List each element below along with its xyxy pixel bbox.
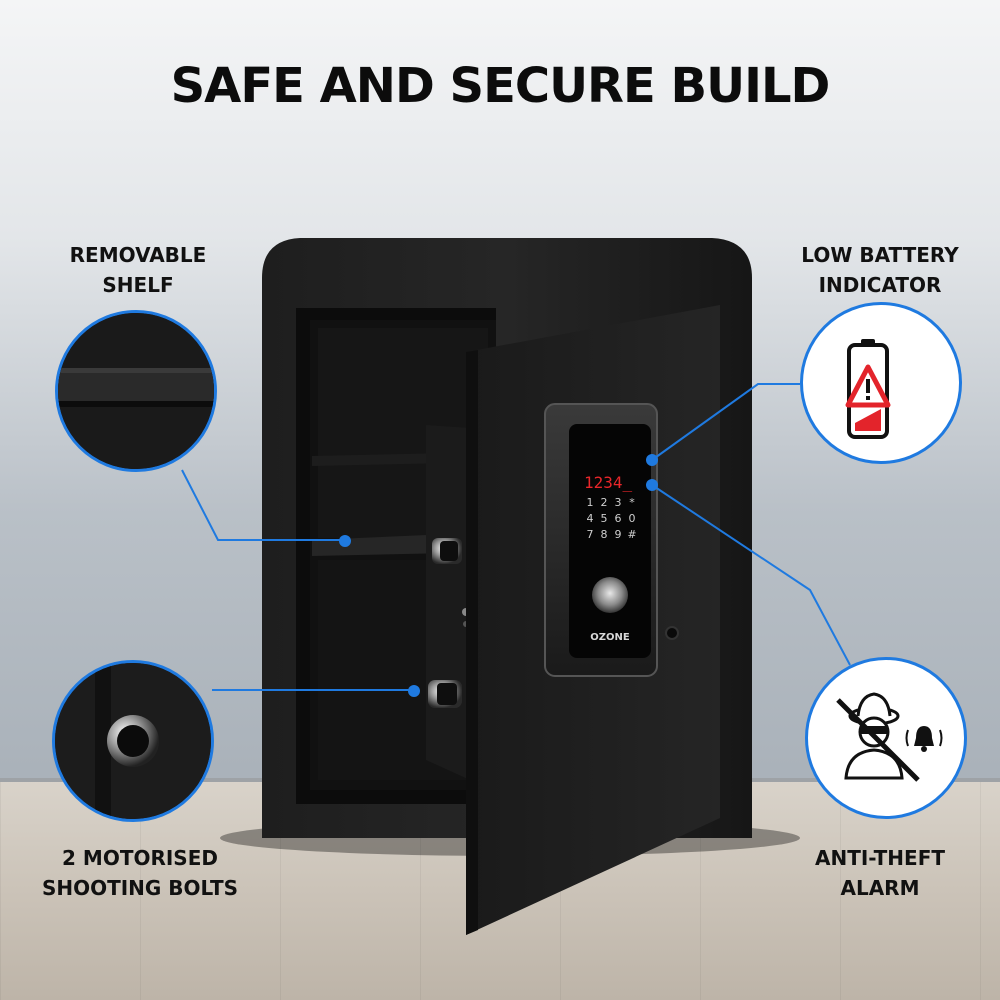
label-line: REMOVABLE bbox=[69, 243, 207, 267]
battery-indicator-circle bbox=[800, 302, 962, 464]
label-line: SHOOTING BOLTS bbox=[41, 876, 239, 900]
label-line: 2 MOTORISED bbox=[62, 846, 218, 870]
label-anti-theft: ANTI-THEFT ALARM bbox=[800, 843, 960, 903]
label-removable-shelf: REMOVABLE SHELF bbox=[62, 240, 214, 300]
low-battery-warning-icon bbox=[845, 339, 891, 439]
label-line: LOW BATTERY bbox=[801, 243, 959, 267]
anti-theft-circle bbox=[805, 657, 967, 819]
label-shooting-bolts: 2 MOTORISED SHOOTING BOLTS bbox=[40, 843, 240, 903]
label-line: INDICATOR bbox=[818, 273, 942, 297]
shelf-closeup bbox=[55, 310, 217, 472]
label-line: SHELF bbox=[102, 273, 174, 297]
label-line: ALARM bbox=[840, 876, 920, 900]
label-low-battery: LOW BATTERY INDICATOR bbox=[790, 240, 970, 300]
label-line: ANTI-THEFT bbox=[814, 846, 945, 870]
anti-theft-alarm-icon bbox=[836, 692, 943, 782]
bolt-closeup bbox=[52, 660, 214, 822]
page-title: SAFE AND SECURE BUILD bbox=[170, 58, 831, 114]
